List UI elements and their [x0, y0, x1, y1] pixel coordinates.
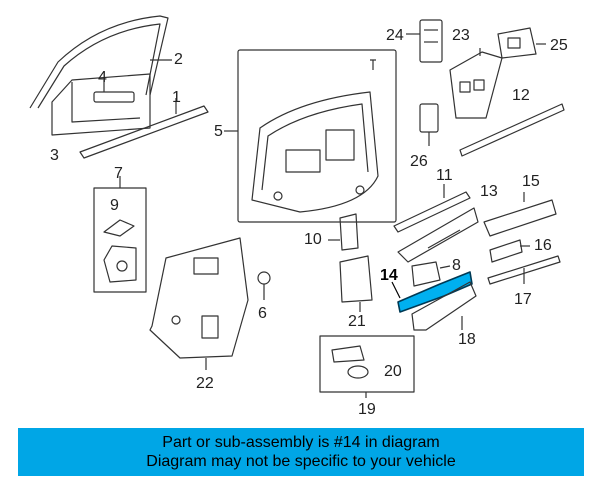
part-1-belt-molding [79, 98, 209, 159]
callout-3: 3 [50, 147, 59, 164]
banner-line-1: Part or sub-assembly is #14 in diagram [162, 434, 440, 451]
callout-15: 15 [522, 173, 540, 190]
info-banner: Part or sub-assembly is #14 in diagram D… [18, 428, 584, 476]
callout-23: 23 [452, 27, 470, 44]
callout-11: 11 [436, 167, 453, 184]
part-10-sensor [328, 213, 359, 251]
callout-8: 8 [452, 257, 461, 274]
part-6-clip [257, 271, 271, 300]
callout-2: 2 [174, 51, 183, 68]
callout-25: 25 [550, 37, 568, 54]
callout-18: 18 [458, 331, 476, 348]
part-24-switch [406, 19, 443, 63]
callout-14: 14 [380, 267, 398, 284]
banner-line-2: Diagram may not be specific to your vehi… [146, 453, 456, 470]
callout-1: 1 [172, 89, 181, 106]
part-8-pocket [411, 261, 451, 287]
part-14-handle-highlighted [391, 271, 473, 313]
callout-21: 21 [348, 313, 366, 330]
callout-20: 20 [384, 363, 402, 380]
callout-24: 24 [386, 27, 404, 44]
callout-19: 19 [358, 401, 376, 418]
part-26-bezel [419, 103, 439, 146]
part-25-mirror-switch [497, 27, 546, 59]
part-13-armrest-trim [397, 207, 479, 263]
part-18-lower-panel [411, 281, 477, 331]
callout-7: 7 [114, 165, 123, 182]
part-7-bracket-box [93, 176, 147, 293]
callout-26: 26 [410, 153, 428, 170]
part-15-trim [483, 192, 557, 237]
callout-9: 9 [110, 197, 119, 214]
parts-diagram: 1 2 3 4 5 6 7 8 9 10 11 12 13 14 15 16 1… [29, 15, 568, 418]
part-22-insulator [149, 237, 249, 370]
part-19-box [319, 335, 415, 398]
callout-12: 12 [512, 87, 530, 104]
part-3-window-panel [51, 73, 151, 136]
part-21-bracket [339, 255, 373, 312]
callout-5: 5 [214, 123, 223, 140]
part-16-trim [489, 239, 530, 263]
callout-22: 22 [196, 375, 214, 392]
callout-13: 13 [480, 183, 498, 200]
part-2-frame-molding [29, 15, 172, 109]
part-11-upper-trim [393, 184, 471, 233]
callout-6: 6 [258, 305, 267, 322]
callout-16: 16 [534, 237, 552, 254]
part-5-door-panel [224, 49, 397, 223]
part-17-trim [487, 255, 561, 285]
part-23-window-switch [449, 48, 503, 119]
part-12-trim-strip [459, 103, 565, 157]
callout-4: 4 [98, 69, 107, 86]
callout-10: 10 [304, 231, 322, 248]
callout-17: 17 [514, 291, 532, 308]
